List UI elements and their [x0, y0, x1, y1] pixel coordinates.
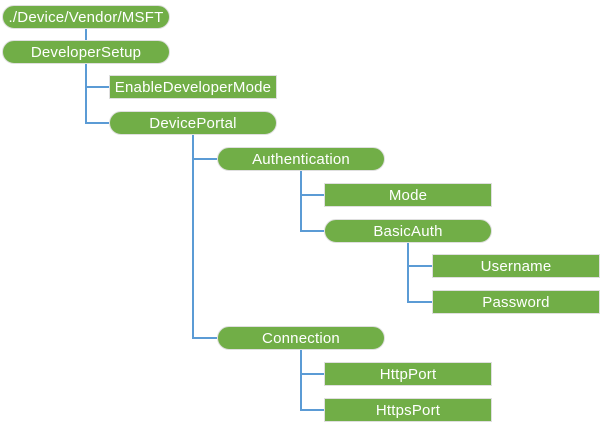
node-password: Password: [432, 290, 600, 314]
connector-line: [407, 265, 432, 267]
connector-line: [300, 230, 324, 232]
connector-line: [407, 243, 409, 303]
node-basic-auth: BasicAuth: [324, 219, 492, 243]
node-device-portal: DevicePortal: [109, 111, 277, 135]
node-root: ./Device/Vendor/MSFT: [2, 5, 170, 29]
node-enable-developer-mode: EnableDeveloperMode: [109, 75, 277, 99]
connector-line: [192, 135, 194, 339]
connector-line: [300, 350, 302, 411]
connector-line: [300, 171, 302, 232]
node-http-port: HttpPort: [324, 362, 492, 386]
connector-line: [407, 301, 432, 303]
node-https-port: HttpsPort: [324, 398, 492, 422]
connector-line: [85, 29, 87, 40]
connector-line: [300, 194, 324, 196]
connector-line: [300, 373, 324, 375]
connector-line: [192, 337, 217, 339]
node-mode: Mode: [324, 183, 492, 207]
connector-line: [300, 409, 324, 411]
connector-line: [85, 122, 109, 124]
connector-line: [85, 86, 109, 88]
connector-line: [192, 158, 217, 160]
node-username: Username: [432, 254, 600, 278]
node-authentication: Authentication: [217, 147, 385, 171]
node-developer-setup: DeveloperSetup: [2, 40, 170, 64]
connector-line: [85, 64, 87, 124]
node-connection: Connection: [217, 326, 385, 350]
